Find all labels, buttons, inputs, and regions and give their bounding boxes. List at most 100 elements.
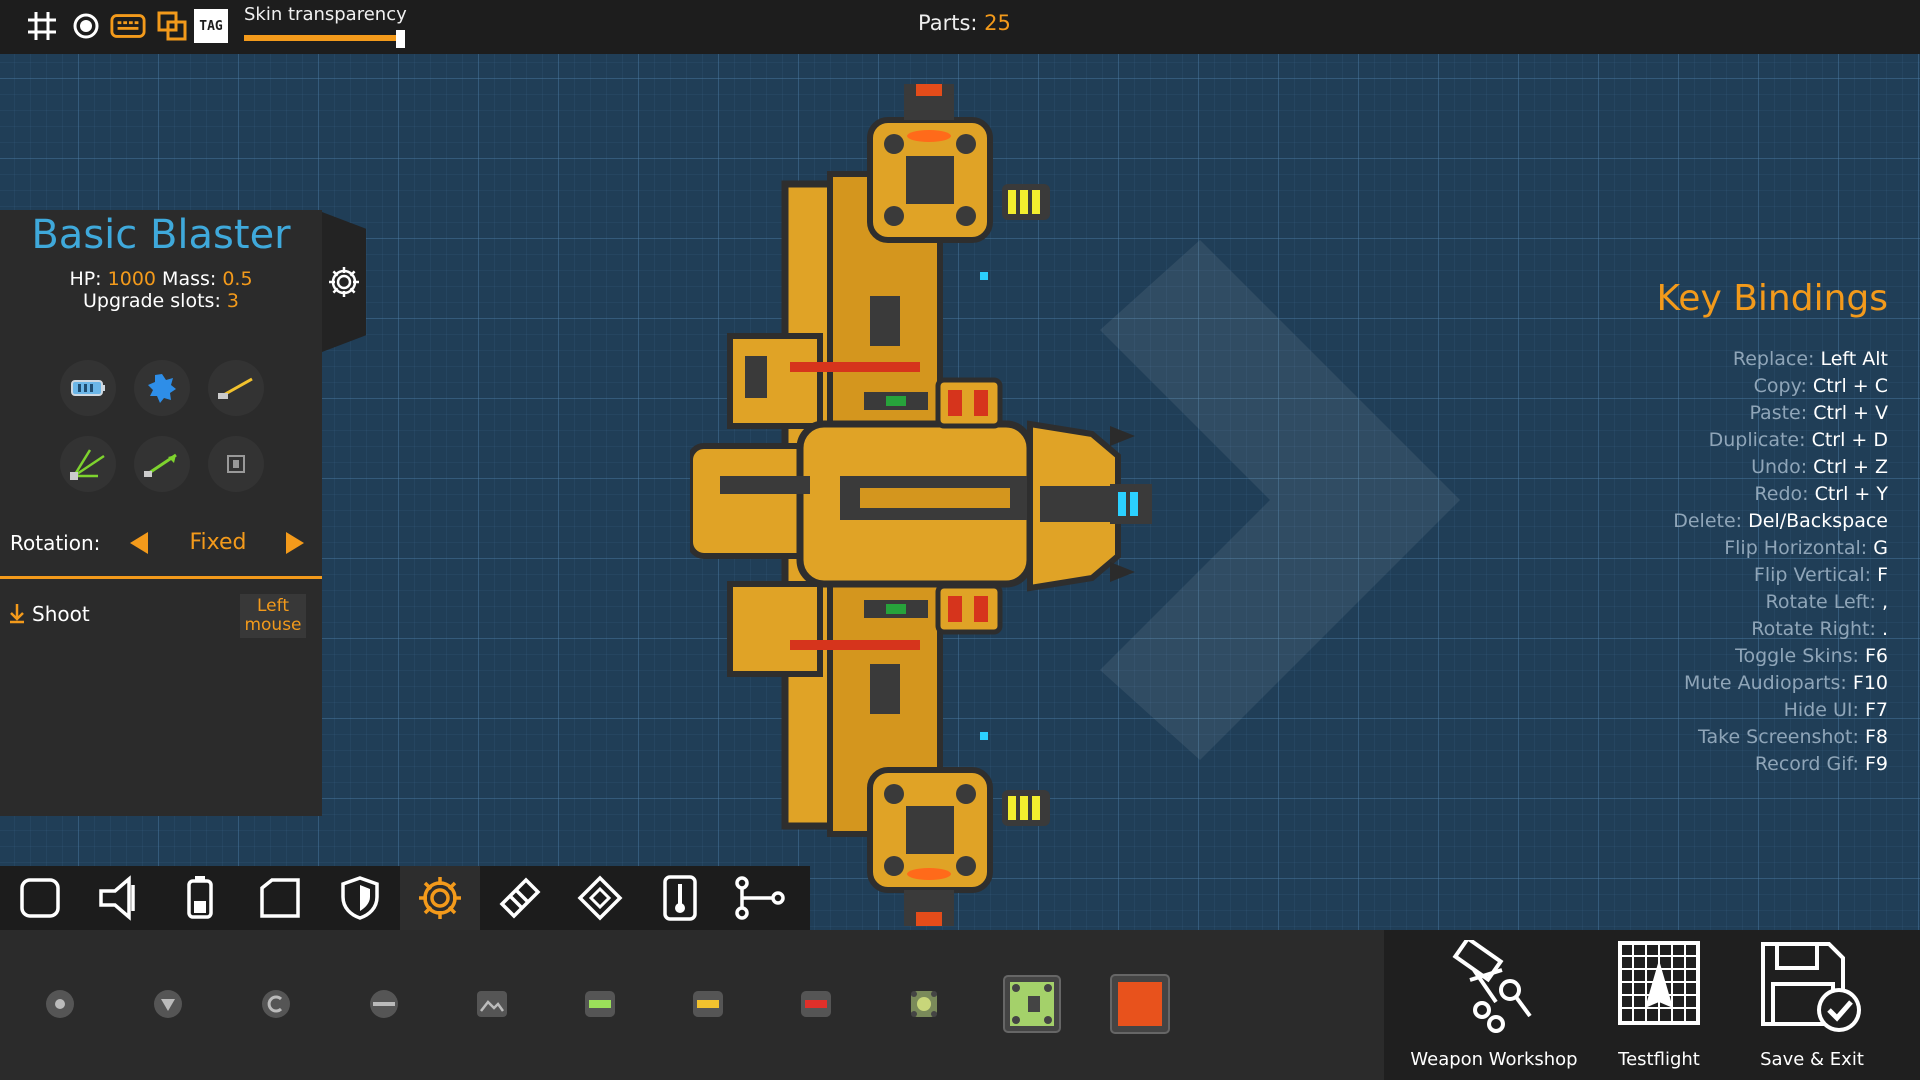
key-binding-row: Mute Audioparts: F10 [1560, 670, 1888, 697]
yellow-light-icon[interactable] [672, 968, 744, 1040]
key-binding-key: F [1877, 564, 1888, 586]
triangle-mount-icon[interactable] [132, 968, 204, 1040]
gear-icon[interactable] [400, 866, 480, 930]
yellow-laser-icon[interactable] [208, 360, 264, 416]
save-disk-icon [1759, 940, 1865, 1042]
upgrade-slots-value: 3 [226, 290, 239, 312]
blue-gear-icon[interactable] [134, 360, 190, 416]
key-binding-key: F6 [1864, 645, 1888, 667]
key-binding-action: Flip Vertical: [1753, 564, 1872, 586]
armor-plate-icon[interactable] [240, 866, 320, 930]
top-yellow-light[interactable] [1002, 184, 1050, 220]
rotation-prev-button[interactable] [128, 530, 150, 556]
key-binding-key: Ctrl + Z [1813, 456, 1888, 478]
top-engine-pod[interactable] [870, 84, 990, 240]
gear-icon[interactable] [326, 264, 362, 300]
part-stats-line: HP: 1000 Mass: 0.5 [0, 268, 322, 290]
panel-divider [0, 576, 322, 579]
key-binding-key: F7 [1864, 699, 1888, 721]
green-arrow-icon[interactable] [134, 436, 190, 492]
key-binding-row: Replace: Left Alt [1560, 346, 1888, 373]
key-binding-key: F10 [1852, 672, 1888, 694]
green-spread-icon[interactable] [60, 436, 116, 492]
key-binding-key: F9 [1864, 753, 1888, 775]
slider-fill [244, 35, 396, 41]
key-binding-action: Rotate Left: [1765, 591, 1876, 613]
weapon-workshop-button[interactable]: Weapon Workshop [1404, 932, 1584, 1078]
green-module-icon[interactable] [996, 968, 1068, 1040]
bottom-red-module[interactable] [935, 583, 1003, 635]
category-toolbar [0, 866, 810, 930]
ghost-arrow-shape [1100, 240, 1460, 760]
key-binding-key: Ctrl + C [1812, 375, 1888, 397]
basic-blaster-part[interactable] [1027, 420, 1152, 592]
skin-transparency-slider[interactable] [244, 30, 412, 48]
slider-thumb[interactable] [396, 30, 405, 48]
key-binding-row: Toggle Skins: F6 [1560, 643, 1888, 670]
key-binding-action: Take Screenshot: [1698, 726, 1859, 748]
testflight-label: Testflight [1618, 1049, 1700, 1070]
tag-icon-text: TAG [199, 18, 223, 34]
diamond-icon[interactable] [560, 866, 640, 930]
small-turret-icon[interactable] [888, 968, 960, 1040]
target-icon[interactable] [68, 8, 104, 44]
arrow-down-icon [8, 602, 26, 624]
battery-icon[interactable] [60, 360, 116, 416]
keyboard-icon[interactable] [110, 8, 146, 44]
key-binding-action: Toggle Skins: [1735, 645, 1859, 667]
c-mount-icon[interactable] [240, 968, 312, 1040]
round-mount-icon[interactable] [24, 968, 96, 1040]
testflight-button[interactable]: Testflight [1594, 932, 1724, 1078]
ship-build[interactable] [690, 84, 1160, 926]
bottom-yellow-light[interactable] [1002, 790, 1050, 826]
grid-icon[interactable] [24, 8, 60, 44]
key-binding-action: Rotate Right: [1751, 618, 1876, 640]
chip-icon[interactable] [208, 436, 264, 492]
rotation-label: Rotation: [10, 531, 101, 555]
key-binding-action: Mute Audioparts: [1683, 672, 1847, 694]
key-binding-row: Delete: Del/Backspace [1560, 508, 1888, 535]
key-binding-action: Flip Horizontal: [1724, 537, 1868, 559]
key-binding-action: Replace: [1732, 348, 1815, 370]
key-binding-row: Take Screenshot: F8 [1560, 724, 1888, 751]
key-binding-action: Hide UI: [1783, 699, 1859, 721]
shoot-control-label: Shoot [32, 602, 90, 626]
rotation-value: Fixed [189, 530, 247, 555]
battery-icon[interactable] [160, 866, 240, 930]
key-binding-key: Ctrl + V [1813, 402, 1888, 424]
mass-value: 0.5 [222, 268, 253, 290]
connector-icon[interactable] [720, 866, 800, 930]
part-info-panel [0, 210, 322, 816]
wrench-hammer-icon [1452, 935, 1536, 1040]
key-binding-key: F8 [1864, 726, 1888, 748]
image-mount-icon[interactable] [456, 968, 528, 1040]
weapon-icon[interactable] [480, 866, 560, 930]
thruster-icon[interactable] [80, 866, 160, 930]
key-binding-row: Flip Horizontal: G [1560, 535, 1888, 562]
save-exit-label: Save & Exit [1760, 1049, 1864, 1070]
tag-icon[interactable]: TAG [194, 9, 228, 43]
slot-mount-icon[interactable] [348, 968, 420, 1040]
red-light-icon[interactable] [780, 968, 852, 1040]
orange-block-icon[interactable] [1104, 968, 1176, 1040]
layers-icon[interactable] [154, 8, 190, 44]
hp-value: 1000 [107, 268, 156, 290]
key-binding-action: Paste: [1749, 402, 1808, 424]
hull-icon[interactable] [0, 866, 80, 930]
key-binding-key: , [1881, 591, 1888, 613]
key-binding-key: . [1881, 618, 1888, 640]
bottom-engine-pod[interactable] [870, 770, 990, 926]
key-binding-key: Ctrl + D [1811, 429, 1888, 451]
top-red-module[interactable] [935, 377, 1003, 429]
shield-icon[interactable] [320, 866, 400, 930]
rotation-next-button[interactable] [284, 530, 306, 556]
green-light-icon[interactable] [564, 968, 636, 1040]
thermometer-icon[interactable] [640, 866, 720, 930]
key-binding-row: Undo: Ctrl + Z [1560, 454, 1888, 481]
key-binding-action: Copy: [1753, 375, 1807, 397]
key-binding-action: Undo: [1751, 456, 1808, 478]
save-exit-button[interactable]: Save & Exit [1742, 932, 1882, 1078]
testflight-grid-icon [1617, 940, 1701, 1032]
top-bar: TAG Skin transparency Parts: 25 [0, 0, 1920, 54]
